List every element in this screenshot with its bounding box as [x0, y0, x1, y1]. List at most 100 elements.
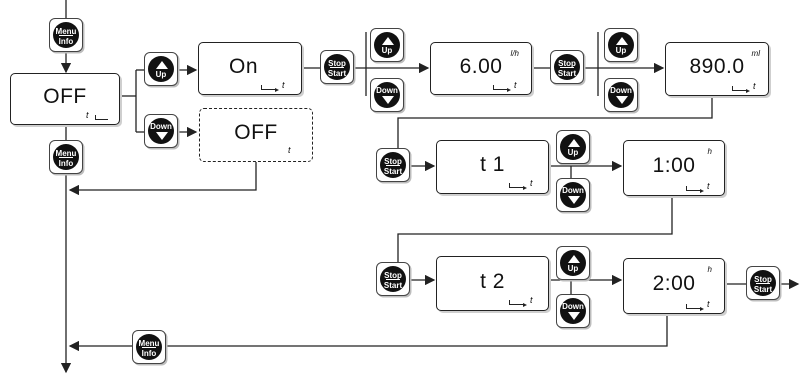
up-arrow-icon: [568, 255, 580, 263]
display-on: On t: [198, 42, 302, 95]
timer-label: t: [753, 81, 756, 91]
key-label-bottom: Start: [383, 281, 403, 290]
down-button[interactable]: Down: [144, 114, 178, 148]
stop-start-button[interactable]: Stop Start: [376, 262, 410, 296]
key-face: [148, 56, 174, 82]
display-t1-time: 1:00 h t: [623, 140, 725, 196]
key-label: Up: [567, 264, 579, 273]
up-button[interactable]: Up: [144, 52, 178, 86]
down-arrow-icon: [382, 96, 394, 104]
key-label-bottom: Start: [557, 69, 577, 78]
stop-start-button[interactable]: Stop Start: [320, 50, 354, 84]
timer-label: t: [514, 80, 517, 90]
timer-arrow-icon: [686, 186, 704, 193]
key-label: Down: [562, 186, 584, 195]
key-divider: [756, 283, 770, 284]
display-value: OFF: [234, 121, 278, 145]
display-value: On: [229, 54, 259, 78]
connector: [166, 314, 668, 347]
key-divider: [386, 279, 400, 280]
up-button[interactable]: Up: [556, 130, 590, 164]
menu-info-button[interactable]: Menu Info: [132, 330, 166, 364]
display-value: OFF: [43, 85, 87, 109]
connector: [397, 196, 673, 262]
key-label: Down: [562, 302, 584, 311]
key-face: [560, 250, 586, 276]
stop-start-button[interactable]: Stop Start: [376, 148, 410, 182]
down-arrow-icon: [616, 96, 628, 104]
display-t1: t 1 t: [436, 140, 549, 194]
timer-label: t: [530, 178, 533, 188]
up-arrow-icon: [568, 139, 580, 147]
display-value: 6.00: [459, 54, 503, 78]
down-button[interactable]: Down: [556, 178, 590, 212]
display-value: 1:00: [652, 154, 696, 178]
stop-start-button[interactable]: Stop Start: [550, 50, 584, 84]
display-value: t 2: [480, 269, 505, 293]
up-arrow-icon: [156, 61, 168, 69]
timer-label: t: [530, 295, 533, 305]
display-t2-time: 2:00 h t: [623, 258, 725, 314]
key-label: Down: [376, 86, 398, 95]
key-label: Down: [610, 86, 632, 95]
key-label-bottom: Start: [753, 285, 773, 294]
key-label: Down: [150, 122, 172, 131]
connector: [68, 162, 257, 196]
up-button[interactable]: Up: [370, 28, 404, 62]
timer-indicator: t: [686, 299, 710, 311]
timer-hook-icon: [94, 115, 108, 120]
key-divider: [59, 157, 73, 158]
up-button[interactable]: Up: [556, 246, 590, 280]
key-label-top: Menu: [55, 149, 77, 158]
display-rate: 6.00 l/h t: [430, 42, 532, 95]
key-label-top: Menu: [55, 27, 77, 36]
key-face: [560, 134, 586, 160]
stop-start-button[interactable]: Stop Start: [746, 266, 780, 300]
timer-label: t: [707, 299, 710, 309]
down-arrow-icon: [568, 196, 580, 204]
key-divider: [330, 67, 344, 68]
timer-label: t: [282, 80, 285, 90]
unit-label: h: [707, 147, 712, 156]
unit-label: ml: [751, 49, 760, 58]
display-value: t 1: [480, 153, 505, 177]
up-button[interactable]: Up: [604, 28, 638, 62]
timer-label: t: [288, 145, 291, 155]
timer-arrow-icon: [686, 304, 704, 311]
key-label-bottom: Start: [327, 69, 347, 78]
menu-info-button[interactable]: Menu Info: [49, 18, 83, 52]
key-divider: [59, 35, 73, 36]
timer-indicator: t: [686, 181, 710, 193]
timer-indicator: t: [86, 110, 110, 120]
display-value: 890.0: [689, 55, 745, 79]
display-off-alt: OFF t: [199, 108, 313, 162]
menu-info-button[interactable]: Menu Info: [49, 140, 83, 174]
up-arrow-icon: [382, 37, 394, 45]
key-label: Up: [615, 46, 627, 55]
key-label-bottom: Start: [383, 167, 403, 176]
connector: [397, 96, 713, 148]
key-divider: [560, 67, 574, 68]
down-arrow-icon: [156, 132, 168, 140]
display-off-main: OFF t: [10, 73, 120, 125]
timer-arrow-icon: [493, 85, 511, 92]
display-volume: 890.0 ml t: [665, 42, 769, 96]
key-face: [374, 32, 400, 58]
key-label-top: Menu: [138, 339, 160, 348]
key-label: Up: [567, 148, 579, 157]
timer-label: t: [707, 181, 710, 191]
timer-indicator: t: [732, 81, 756, 93]
up-arrow-icon: [616, 37, 628, 45]
timer-arrow-icon: [261, 85, 279, 92]
unit-label: h: [707, 265, 712, 274]
timer-indicator: t: [493, 80, 517, 92]
key-label-top: Stop: [328, 59, 346, 68]
down-button[interactable]: Down: [556, 294, 590, 328]
timer-arrow-icon: [732, 86, 750, 93]
timer-indicator: t: [288, 145, 291, 155]
key-label-top: Stop: [754, 275, 772, 284]
key-divider: [142, 347, 156, 348]
down-button[interactable]: Down: [370, 78, 404, 112]
unit-label: l/h: [510, 49, 519, 58]
down-button[interactable]: Down: [604, 78, 638, 112]
